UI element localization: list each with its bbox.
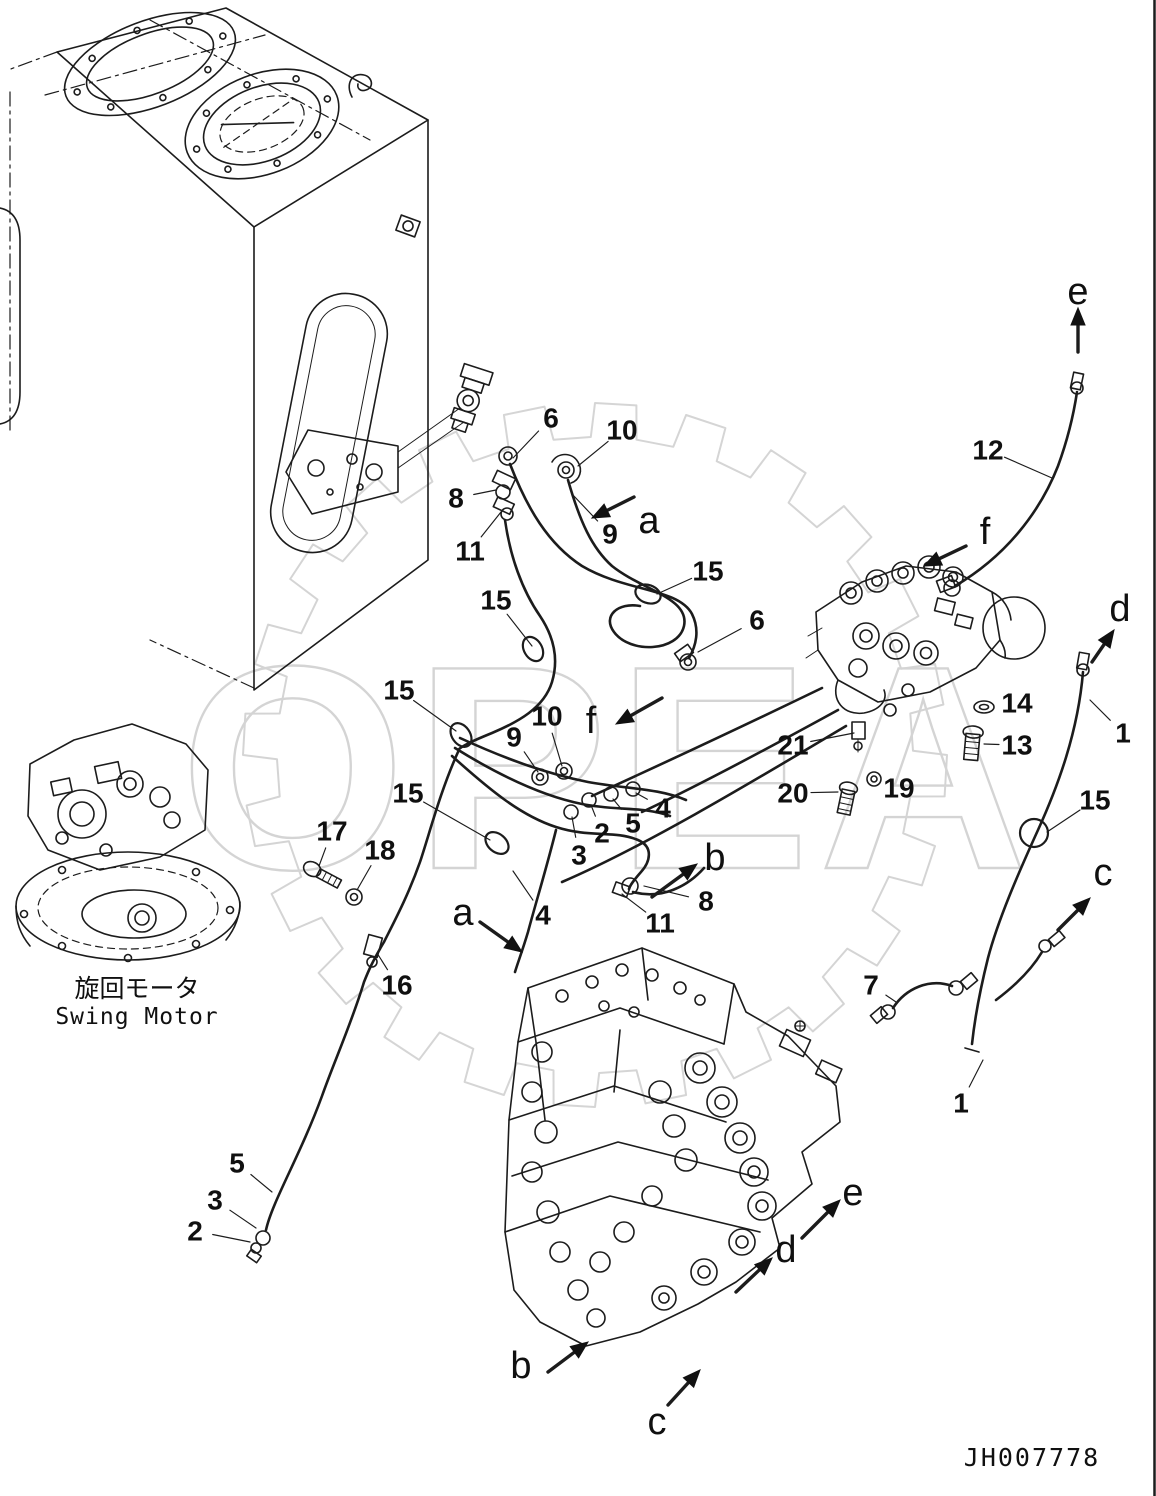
- hose-2-5: [453, 746, 672, 818]
- hose-from-valve-2: [640, 708, 840, 814]
- hose-clamps: [449, 583, 1050, 855]
- callout-7-30: 7: [863, 970, 879, 1001]
- bolt-13: [962, 725, 984, 762]
- elbow-fitting: [551, 453, 582, 484]
- callout-14-13: 14: [1001, 688, 1033, 719]
- hose-4: [458, 736, 688, 802]
- callout-16-29: 16: [381, 970, 412, 1001]
- callout-4-19: 4: [655, 793, 671, 824]
- callout-11-4: 11: [455, 536, 485, 567]
- callout-17-24: 17: [316, 816, 347, 847]
- callout-13-14: 13: [1001, 730, 1032, 761]
- hose-3: [450, 754, 651, 891]
- hose-8-lower: [631, 866, 706, 896]
- swing-motor: [15, 723, 241, 963]
- connection-letter-markers: a f e d f b a c d e b c: [452, 271, 1130, 1443]
- marker-d-3: d: [1109, 588, 1130, 630]
- hose-5-to-swing-motor: [264, 750, 460, 1232]
- drawing-number: JH007778: [964, 1443, 1100, 1472]
- callout-10-10: 10: [531, 701, 562, 732]
- callout-3-20: 3: [571, 840, 587, 871]
- callout-11-28: 11: [645, 908, 675, 939]
- hydraulic-hoses: [264, 390, 1085, 1232]
- marker-a-6: a: [452, 892, 474, 934]
- watermark: OPEA: [179, 402, 1037, 1108]
- clip-21: [851, 721, 866, 753]
- watermark-text: OPEA: [180, 606, 1037, 930]
- hose-9-10: [566, 478, 686, 649]
- bolt-17: [302, 860, 343, 889]
- callout-15-6: 15: [480, 585, 511, 616]
- hose-6: [508, 462, 698, 660]
- swing-motor-label-en: Swing Motor: [55, 1004, 218, 1030]
- callout-1-15: 1: [1115, 718, 1131, 749]
- marker-c-11: c: [648, 1401, 667, 1443]
- callout-12-8: 12: [972, 435, 1003, 466]
- hose-8-11: [456, 518, 557, 752]
- lift-hook-icon: [348, 73, 373, 98]
- washer-19: [866, 771, 882, 787]
- callout-18-25: 18: [364, 835, 395, 866]
- tank-outlet-bracket: [285, 362, 494, 515]
- washer-14: [973, 700, 995, 714]
- hose-end-fittings: [245, 371, 1091, 1264]
- callout-9-11: 9: [506, 722, 522, 753]
- callout-4-27: 4: [535, 900, 551, 931]
- callout-15-9: 15: [383, 675, 414, 706]
- callout-6-0: 6: [543, 403, 559, 434]
- marker-f-1: f: [980, 511, 991, 553]
- callout-6-7: 6: [749, 605, 765, 636]
- marker-c-7: c: [1094, 852, 1113, 894]
- callout-8-2: 8: [448, 483, 464, 514]
- callout-5-32: 5: [229, 1148, 245, 1179]
- marker-e-9: e: [842, 1172, 863, 1214]
- hydraulic-tank: [0, 7, 429, 691]
- main-control-valve: [504, 947, 843, 1347]
- hose-1: [970, 670, 1085, 1046]
- upper-hose-fittings: [491, 446, 582, 521]
- callout-3-33: 3: [207, 1185, 223, 1216]
- marker-a-0: a: [638, 500, 660, 542]
- callout-15-16: 15: [392, 778, 423, 809]
- hose-1-stub: [994, 950, 1044, 1002]
- callout-10-1: 10: [606, 415, 637, 446]
- hose-7: [891, 981, 954, 1010]
- clamp-16: [362, 933, 384, 968]
- hose-to-a: [513, 828, 558, 974]
- callout-15-23: 15: [1079, 785, 1110, 816]
- marker-d-8: d: [775, 1229, 796, 1271]
- washer-18: [345, 888, 363, 906]
- callout-2-34: 2: [187, 1216, 203, 1247]
- hose-from-valve-1: [590, 686, 824, 798]
- flow-arrows: [478, 306, 1115, 1407]
- hose-12: [953, 390, 1079, 588]
- relief-valve-assembly: [805, 555, 1046, 717]
- callout-leader-lines: [212, 430, 1111, 1243]
- callout-19-22: 19: [883, 773, 914, 804]
- hardware: [302, 700, 995, 968]
- callout-21-12: 21: [777, 730, 808, 761]
- marker-b-10: b: [510, 1345, 531, 1387]
- callout-1-31: 1: [953, 1088, 969, 1119]
- marker-e-2: e: [1067, 271, 1088, 313]
- callout-20-21: 20: [777, 778, 808, 809]
- marker-b-5: b: [704, 837, 725, 879]
- callout-2-17: 2: [594, 818, 610, 849]
- callout-5-18: 5: [625, 808, 641, 839]
- hose-from-valve-3: [560, 724, 848, 884]
- marker-f-4: f: [586, 700, 597, 742]
- watermark-gear-icon: [242, 402, 948, 1108]
- callout-15-5: 15: [692, 556, 723, 587]
- callout-9-3: 9: [602, 519, 618, 550]
- callout-8-26: 8: [698, 886, 714, 917]
- swing-motor-label-jp: 旋回モータ: [74, 974, 199, 1003]
- bolt-20: [836, 781, 859, 816]
